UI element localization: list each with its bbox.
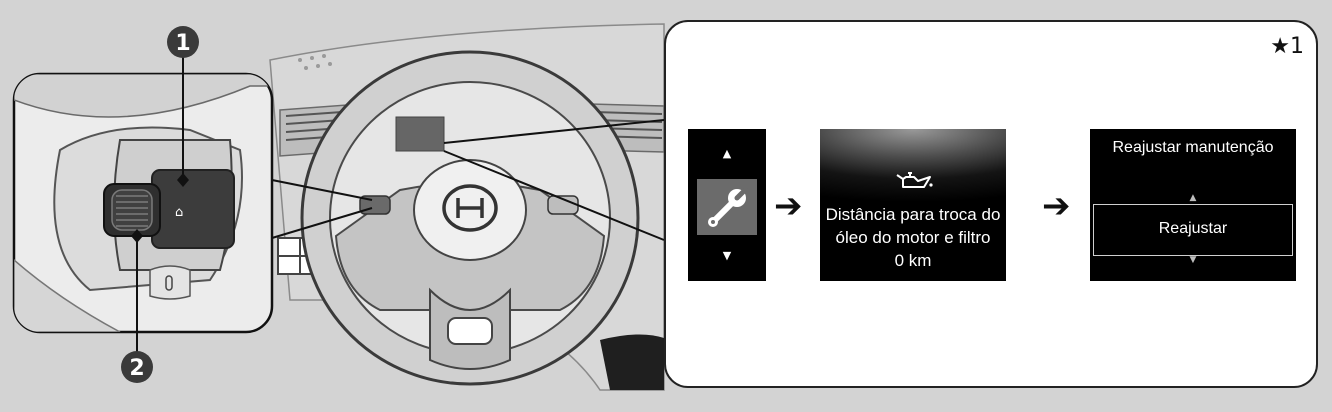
step-arrow-1: ➔ bbox=[774, 186, 803, 226]
up-indicator: ▲ bbox=[722, 147, 732, 160]
callout-2-number: 2 bbox=[129, 356, 144, 381]
footnote-mark: ★1 bbox=[1270, 34, 1304, 59]
display-zoom-lines bbox=[443, 119, 665, 241]
wrench-icon bbox=[708, 187, 748, 227]
down-indicator: ▼ bbox=[722, 249, 732, 262]
menu-screen: ▲ ▼ bbox=[688, 129, 766, 281]
maintenance-menu-item bbox=[697, 179, 757, 235]
control-pad bbox=[151, 169, 235, 249]
oil-line-3: 0 km bbox=[894, 251, 932, 270]
callout-1-number: 1 bbox=[175, 31, 190, 56]
reset-option-label: Reajustar bbox=[1158, 220, 1228, 237]
control-closeup-inset: ⌂ bbox=[12, 72, 274, 334]
display-sequence-panel: ★1 ▲ ▼ ➔ Distância para bbox=[664, 20, 1318, 388]
honda-logo-icon bbox=[442, 184, 498, 232]
selector-wheel bbox=[111, 189, 153, 231]
reset-up-indicator: ▲ bbox=[1189, 193, 1197, 203]
steering-wheel bbox=[300, 50, 640, 386]
step-arrow-2: ➔ bbox=[1042, 186, 1071, 226]
reset-maintenance-screen: Reajustar manutenção ▲ Reajustar ▼ bbox=[1090, 129, 1296, 281]
oil-line-2: óleo do motor e filtro bbox=[835, 228, 991, 247]
callout-1: 1 bbox=[167, 26, 199, 187]
oil-change-screen: Distância para troca do óleo do motor e … bbox=[820, 129, 1006, 281]
control-zoom-lines bbox=[271, 179, 373, 239]
reset-down-indicator: ▼ bbox=[1189, 255, 1197, 265]
oil-can-icon bbox=[896, 172, 933, 188]
reset-screen-title: Reajustar manutenção bbox=[1112, 139, 1274, 156]
oil-line-1: Distância para troca do bbox=[825, 205, 1001, 224]
instrument-display-marker bbox=[395, 116, 445, 152]
home-icon: ⌂ bbox=[175, 205, 183, 220]
callout-2: 2 bbox=[121, 229, 153, 383]
reset-option: Reajustar bbox=[1093, 204, 1293, 256]
